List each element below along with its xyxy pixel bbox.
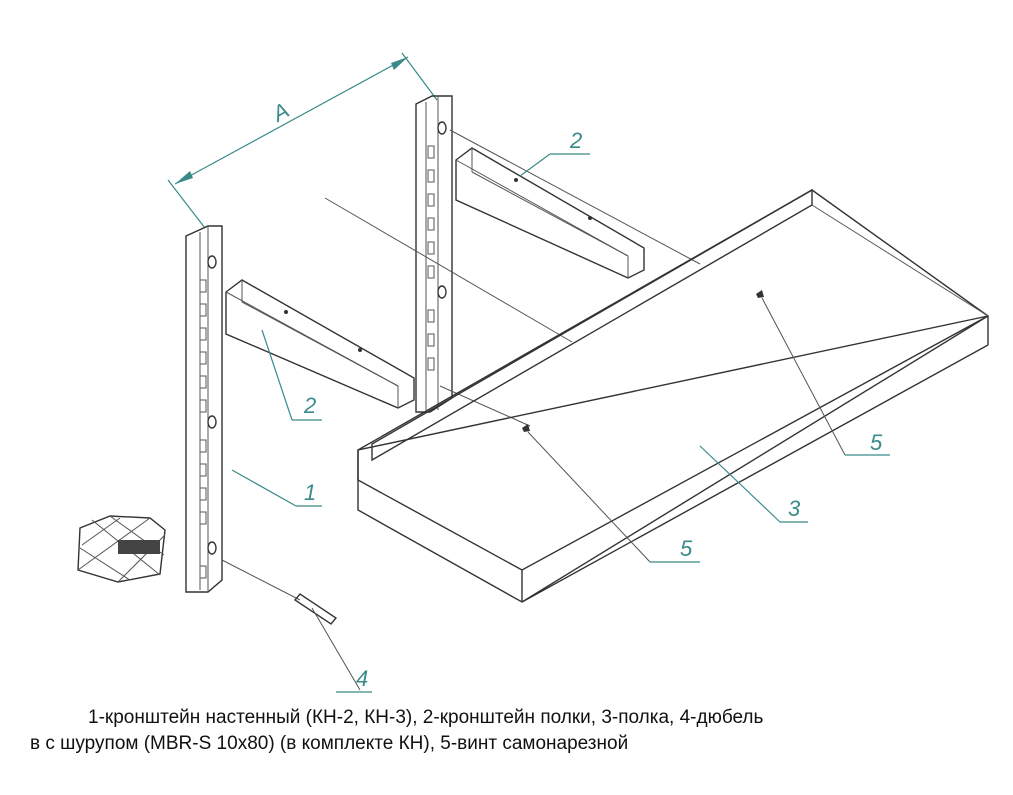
callout-label-3: 3 [788,496,801,521]
callout-wall-bracket: 1 [231,469,322,507]
caption-line-2: в с шурупом (MBR-S 10x80) (в комплекте К… [30,733,629,754]
callout-label-5-center: 5 [680,536,693,561]
wall-bracket-left-slots [199,255,217,579]
callout-label-2-left: 2 [303,393,316,418]
wall-bracket-left [185,225,223,593]
shelf [357,188,990,603]
dimension-a-label: A [267,97,294,127]
screw-right [756,290,846,456]
shelf-bracket-back [455,147,645,279]
callout-label-4: 4 [356,666,368,691]
assembly-lines [221,129,701,601]
assembly-drawing: A [77,52,990,693]
wall-section-detail [77,515,166,583]
caption-line-1: 1-кронштейн настенный (КН-2, КН-3), 2-кр… [88,707,764,728]
legend-caption: 1-кронштейн настенный (КН-2, КН-3), 2-кр… [30,705,990,757]
callout-label-5-right: 5 [870,430,883,455]
callout-label-2-top: 2 [569,128,582,153]
callout-label-1: 1 [304,480,316,505]
callout-screw-center: 5 [650,536,700,563]
callout-shelf-bracket-top: 2 [519,128,590,177]
screw-center [522,424,651,563]
callout-shelf-bracket-left: 2 [261,329,322,421]
shelf-bracket-left [225,279,415,409]
callout-shelf: 3 [699,445,808,523]
dimension-a: A [167,52,438,229]
callout-screw-right: 5 [845,430,890,456]
callout-dowel: 4 [336,666,372,693]
dowel [293,593,361,691]
